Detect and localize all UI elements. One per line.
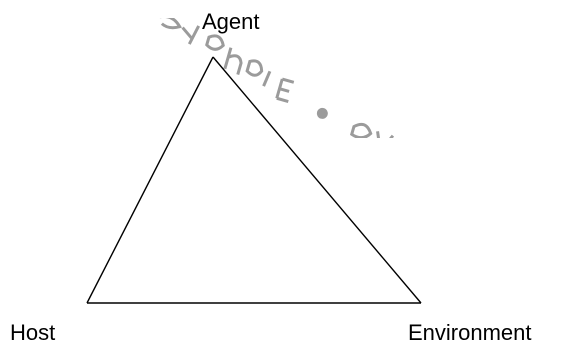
node-label-host: Host xyxy=(10,320,56,345)
edge-agent-host xyxy=(86,56,214,304)
node-label-environment: Environment xyxy=(408,320,532,345)
node-label-agent: Agent xyxy=(202,9,260,34)
edge-environment-agent xyxy=(212,56,422,304)
